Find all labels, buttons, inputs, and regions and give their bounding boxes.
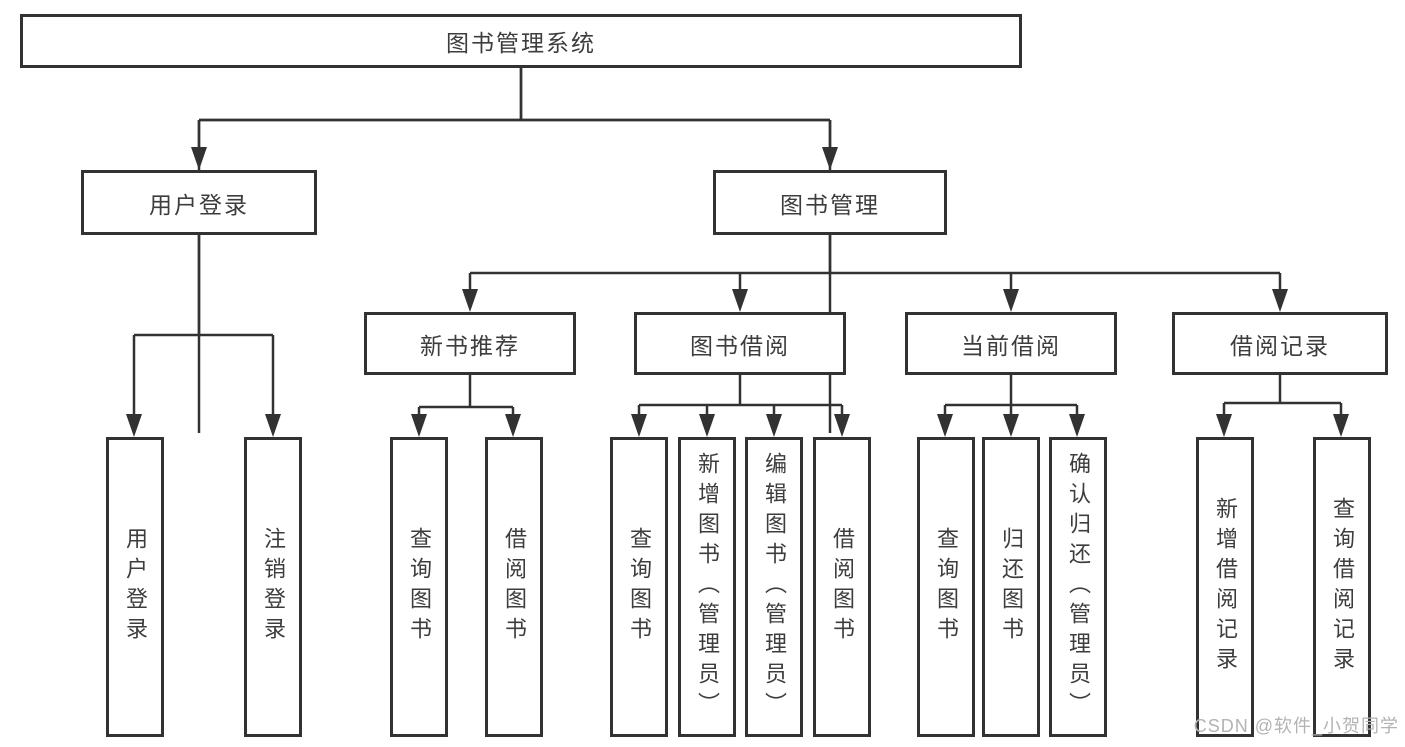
arrowheads-level3 (462, 289, 1288, 312)
node-label: 编辑图书（管理员） (762, 452, 787, 722)
connector-newbook-to-leaves (417, 375, 515, 433)
leaf-add-borrow-record: 新增借阅记录 (1196, 437, 1254, 737)
connector-userlogin-to-leaves (132, 235, 275, 433)
node-label: 归还图书 (999, 527, 1024, 647)
node-label: 查询图书 (407, 527, 432, 647)
node-label: 图书管理 (780, 191, 880, 218)
leaf-user-login: 用户登录 (106, 437, 164, 737)
node-label: 新增图书（管理员） (695, 452, 720, 722)
node-label: 借阅图书 (830, 527, 855, 647)
node-user-login: 用户登录 (81, 170, 317, 235)
arrowheads-leaves (126, 414, 1349, 437)
leaf-return-books: 归还图书 (982, 437, 1040, 737)
leaf-edit-books-admin: 编辑图书（管理员） (745, 437, 803, 737)
connector-currentborrow-to-leaves (943, 375, 1079, 433)
node-label: 查询图书 (934, 527, 959, 647)
leaf-confirm-return-admin: 确认归还（管理员） (1049, 437, 1107, 737)
leaf-query-borrow-record: 查询借阅记录 (1313, 437, 1371, 737)
node-label: 图书借阅 (690, 332, 790, 359)
node-book-management: 图书管理 (713, 170, 947, 235)
node-label: 借阅图书 (502, 527, 527, 647)
node-book-borrowing: 图书借阅 (634, 312, 846, 375)
connector-bookmgmt-to-level3 (468, 235, 1282, 308)
node-label: 图书管理系统 (446, 30, 596, 56)
node-label: 当前借阅 (961, 332, 1061, 359)
node-label: 新增借阅记录 (1213, 497, 1238, 677)
connector-root-to-level2-stems (197, 68, 832, 166)
leaf-add-books-admin: 新增图书（管理员） (678, 437, 736, 737)
connector-bookborrow-to-leaves (637, 375, 844, 433)
node-label: 新书推荐 (420, 332, 520, 359)
leaf-query-books-current: 查询图书 (917, 437, 975, 737)
node-new-book-recommendation: 新书推荐 (364, 312, 576, 375)
arrowheads-level2 (191, 147, 838, 170)
leaf-query-books-borrow: 查询图书 (610, 437, 668, 737)
connector-root-to-level2 (197, 68, 832, 433)
node-borrowing-records: 借阅记录 (1172, 312, 1388, 375)
leaf-borrow-books: 借阅图书 (813, 437, 871, 737)
csdn-watermark: CSDN @软件_小贺同学 (1193, 716, 1399, 736)
connector-records-to-leaves (1222, 375, 1343, 433)
node-label: 用户登录 (123, 527, 148, 647)
node-label: 确认归还（管理员） (1066, 452, 1091, 722)
node-label: 用户登录 (149, 191, 249, 218)
node-library-management-system: 图书管理系统 (20, 14, 1022, 68)
node-label: 查询图书 (627, 527, 652, 647)
node-label: 注销登录 (261, 527, 286, 647)
node-label: 查询借阅记录 (1330, 497, 1355, 677)
leaf-logout: 注销登录 (244, 437, 302, 737)
leaf-borrow-books-recommend: 借阅图书 (485, 437, 543, 737)
node-label: 借阅记录 (1230, 332, 1330, 359)
node-current-borrowing: 当前借阅 (905, 312, 1117, 375)
leaf-query-books-recommend: 查询图书 (390, 437, 448, 737)
